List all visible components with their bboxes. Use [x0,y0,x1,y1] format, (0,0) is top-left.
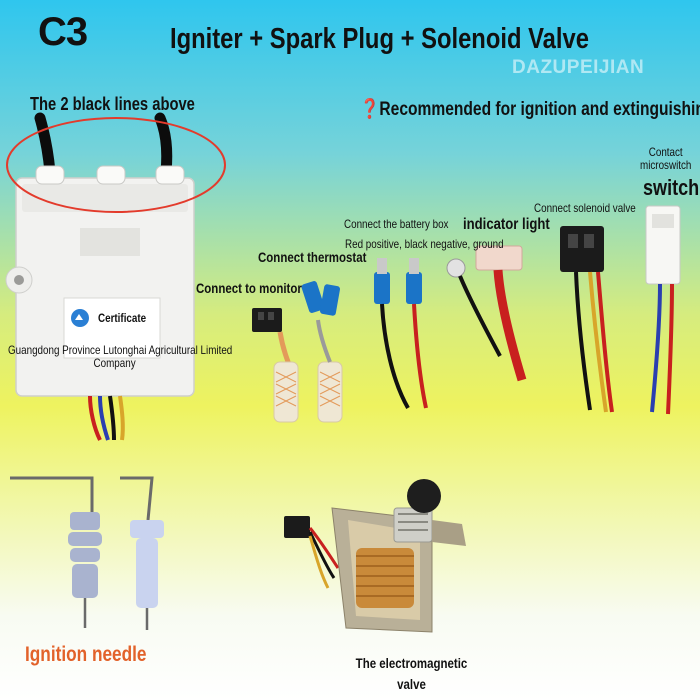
thermostat-label: Connect thermostat [258,249,367,265]
valve-label: The electromagnetic valve [350,656,473,691]
solenoid-connect-label: Connect solenoid valve [534,201,636,215]
monitor-label: Connect to monitor [196,280,302,296]
contact-microswitch-line1: Contact [648,145,683,159]
company-name-line2: Company [93,355,136,370]
valve-label-line1: The electromagnetic [355,655,468,671]
ignition-needles [10,476,164,630]
igniter-box [5,112,195,441]
solenoid-valve [284,479,466,633]
battery-box-label: Connect the battery box [344,217,449,231]
company-name-line1: Guangdong Province Lutonghai Agricultura… [8,343,233,357]
wire-harness [252,205,681,423]
polarity-label: Red positive, black negative, ground [345,237,504,251]
contact-microswitch-line2: microswitch [640,157,692,172]
contact-microswitch-label: Contact microswitch [640,146,691,171]
ignition-needle-label: Ignition needle [25,643,147,666]
switch-label: switch [643,175,700,200]
indicator-light-label: indicator light [463,216,550,233]
brand-watermark: DAZUPEIJIAN [512,57,645,78]
page-title: Igniter + Spark Plug + Solenoid Valve [170,23,589,55]
highlight-ellipse [6,117,226,213]
certificate-label: Certificate [98,311,147,325]
valve-label-line2: valve [397,675,426,692]
model-code: C3 [38,10,88,54]
company-name: Guangdong Province Lutonghai Agricultura… [8,343,233,370]
black-lines-label: The 2 black lines above [30,94,195,114]
recommended-note: ❓Recommended for ignition and extinguish… [360,99,700,120]
